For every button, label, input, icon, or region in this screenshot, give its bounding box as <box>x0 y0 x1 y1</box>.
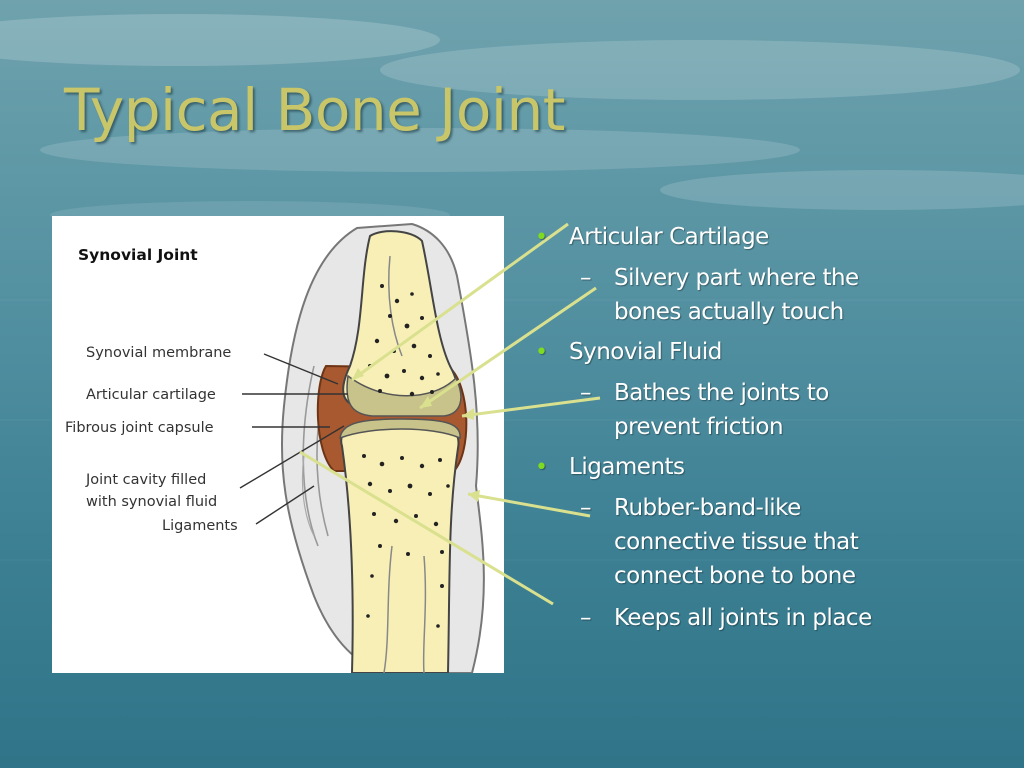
label-joint-cavity-line1: Joint cavity filled <box>85 472 206 488</box>
subbullet-bathes-joints: – Bathes the joints to prevent friction <box>533 376 1018 444</box>
dash-icon: – <box>580 380 592 406</box>
label-fibrous-joint-capsule: Fibrous joint capsule <box>65 420 214 436</box>
subbullet-silvery-part: – Silvery part where the bones actually … <box>533 261 1018 329</box>
bullet-dot-icon: • <box>535 225 548 250</box>
lower-cartilage-shape <box>339 418 461 440</box>
subbullet-keeps-joints: – Keeps all joints in place <box>533 601 1018 635</box>
label-ligaments: Ligaments <box>162 518 238 534</box>
synovial-joint-diagram: Synovial Joint Synovial membrane Articul… <box>52 216 504 673</box>
bullet-articular-cartilage: • Articular Cartilage <box>533 222 1018 253</box>
joint-illustration: Synovial Joint Synovial membrane Articul… <box>65 222 485 673</box>
dash-icon: – <box>580 265 592 291</box>
label-joint-cavity-line2: with synovial fluid <box>86 494 217 510</box>
slide-title: Typical Bone Joint <box>64 76 566 144</box>
label-synovial-membrane: Synovial membrane <box>86 345 231 361</box>
bullet-dot-icon: • <box>535 455 548 480</box>
bullet-dot-icon: • <box>535 340 548 365</box>
dash-icon: – <box>580 495 592 521</box>
dash-icon: – <box>580 605 592 631</box>
bullet-ligaments: • Ligaments <box>533 452 1018 483</box>
diagram-title: Synovial Joint <box>78 246 198 264</box>
label-articular-cartilage: Articular cartilage <box>86 387 216 403</box>
bullet-synovial-fluid: • Synovial Fluid <box>533 337 1018 368</box>
subbullet-rubber-band: – Rubber-band-like connective tissue tha… <box>533 491 1018 593</box>
bullet-list: • Articular Cartilage – Silvery part whe… <box>533 222 1018 643</box>
